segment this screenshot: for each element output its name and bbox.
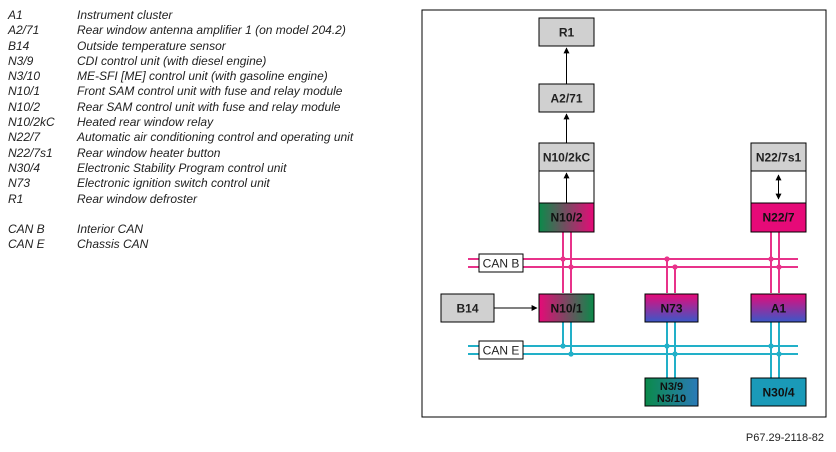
node-n10-2: N10/2 <box>538 202 595 233</box>
legend-item: N10/2kC Heated rear window relay <box>8 115 353 130</box>
legend-item: N30/4 Electronic Stability Program contro… <box>8 161 353 176</box>
node-n22-7: N22/7 <box>750 202 807 233</box>
svg-text:N22/7s1: N22/7s1 <box>756 151 802 165</box>
legend-item: N10/2 Rear SAM control unit with fuse and… <box>8 100 353 115</box>
svg-text:A2/71: A2/71 <box>550 92 582 106</box>
legend-desc: Chassis CAN <box>77 237 149 252</box>
node-n10-1: N10/1 <box>538 293 595 323</box>
legend-desc: Interior CAN <box>77 222 144 237</box>
can-e-label: CAN E <box>478 340 524 360</box>
node-n73: N73 <box>644 293 699 323</box>
svg-text:A1: A1 <box>771 302 787 316</box>
svg-text:R1: R1 <box>559 26 575 40</box>
svg-text:N10/1: N10/1 <box>550 302 582 316</box>
legend-code: N10/2 <box>8 99 41 114</box>
legend-code: R1 <box>8 191 24 206</box>
legend-item: N22/7s1 Rear window heater button <box>8 146 353 161</box>
n3-9-label: N3/9 <box>660 381 683 393</box>
legend-desc: Automatic air conditioning control and o… <box>77 130 354 145</box>
legend-item: N73 Electronic ignition switch control un… <box>8 176 353 191</box>
legend-code: N22/7 <box>8 130 41 145</box>
node-r1: R1 <box>538 17 595 47</box>
legend-bus-item: CAN E Chassis CAN <box>8 237 353 252</box>
node-a1: A1 <box>750 293 807 323</box>
node-n3-9-n3-10: N3/9 N3/10 <box>644 377 699 407</box>
n3-10-label: N3/10 <box>657 393 686 405</box>
legend-code: N3/9 <box>8 53 34 68</box>
svg-text:CAN E: CAN E <box>483 344 520 358</box>
node-n22-7s1: N22/7s1 <box>750 142 807 172</box>
node-a2-71: A2/71 <box>538 83 595 113</box>
legend-bus-item: CAN B Interior CAN <box>8 222 353 237</box>
legend-desc: Electronic ignition switch control unit <box>77 176 270 191</box>
legend: A1 Instrument cluster A2/71 Rear window an… <box>8 8 353 253</box>
node-b14: B14 <box>440 293 495 323</box>
legend-item: N22/7 Automatic air conditioning control … <box>8 130 353 145</box>
legend-desc: ME-SFI [ME] control unit (with gasoline … <box>77 69 328 84</box>
legend-desc: Outside temperature sensor <box>77 38 226 53</box>
svg-text:N10/2kC: N10/2kC <box>543 151 591 165</box>
legend-desc: Front SAM control unit with fuse and rel… <box>77 84 343 99</box>
legend-item: B14 Outside temperature sensor <box>8 39 353 54</box>
legend-desc: CDI control unit (with diesel engine) <box>77 53 267 68</box>
svg-text:N10/2: N10/2 <box>550 211 582 225</box>
legend-code: A1 <box>8 8 23 22</box>
legend-desc: Heated rear window relay <box>77 115 214 130</box>
legend-item: A1 Instrument cluster <box>8 8 353 23</box>
legend-desc: Instrument cluster <box>77 8 173 22</box>
legend-code: N22/7s1 <box>8 145 53 160</box>
legend-item: N10/1 Front SAM control unit with fuse an… <box>8 84 353 99</box>
legend-code: N10/2kC <box>8 115 55 130</box>
legend-item: N3/9 CDI control unit (with diesel engine… <box>8 54 353 69</box>
legend-code: A2/71 <box>8 23 40 38</box>
can-b-label: CAN B <box>478 253 524 273</box>
legend-desc: Rear window defroster <box>77 191 198 206</box>
legend-code: N30/4 <box>8 160 41 175</box>
svg-text:N22/7: N22/7 <box>762 211 794 225</box>
svg-text:B14: B14 <box>456 302 478 316</box>
legend-code: N10/1 <box>8 84 41 99</box>
legend-code: N73 <box>8 176 31 191</box>
legend-item: N3/10 ME-SFI [ME] control unit (with gaso… <box>8 69 353 84</box>
svg-text:N30/4: N30/4 <box>762 386 794 400</box>
legend-code: CAN B <box>8 222 45 237</box>
node-n10-2kc: N10/2kC <box>538 142 595 172</box>
legend-item: A2/71 Rear window antenna amplifier 1 (on… <box>8 23 353 38</box>
legend-desc: Rear window antenna amplifier 1 (on mode… <box>77 23 346 38</box>
legend-code: N3/10 <box>8 69 41 84</box>
legend-item: R1 Rear window defroster <box>8 192 353 207</box>
legend-desc: Rear window heater button <box>77 145 221 160</box>
legend-code: CAN E <box>8 237 45 252</box>
figure-reference: P67.29-2118-82 <box>745 432 824 444</box>
legend-code: B14 <box>8 38 30 53</box>
legend-desc: Electronic Stability Program control uni… <box>77 160 287 175</box>
svg-text:N73: N73 <box>660 302 682 316</box>
node-n30-4: N30/4 <box>750 377 807 407</box>
svg-text:CAN B: CAN B <box>483 257 520 271</box>
legend-desc: Rear SAM control unit with fuse and rela… <box>77 99 341 114</box>
